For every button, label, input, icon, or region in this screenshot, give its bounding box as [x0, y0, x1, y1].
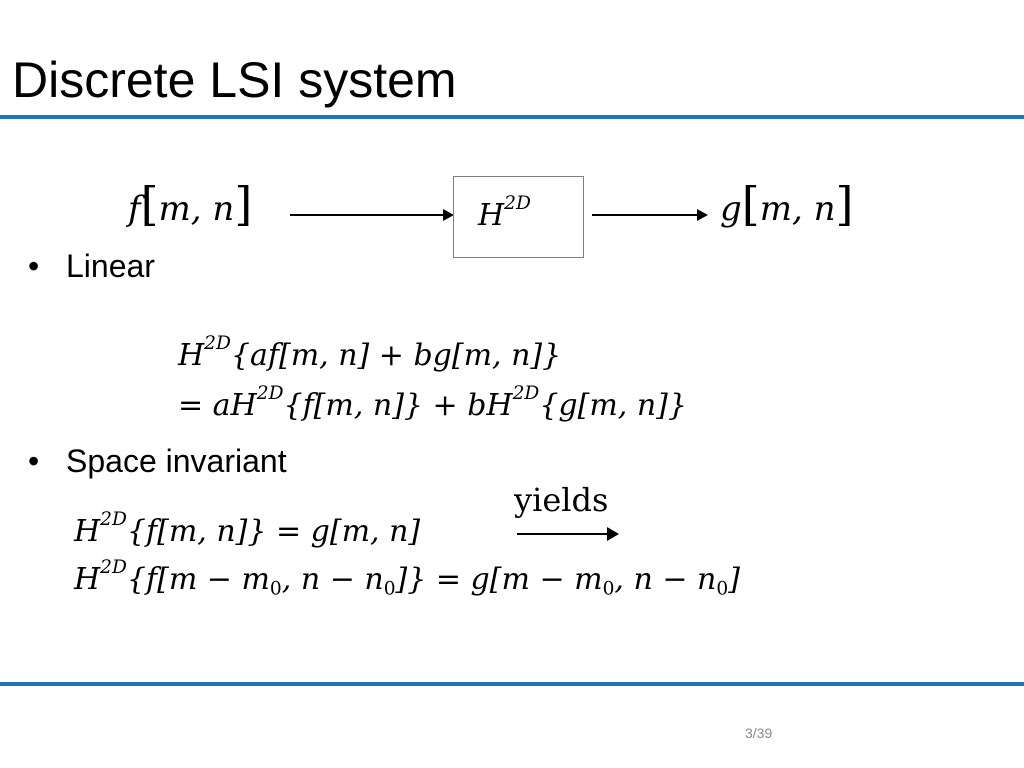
linearity-equation-line-2: = aH2D{f[m, n]} + bH2D{g[m, n]} [178, 383, 687, 426]
bracket-open: [ [741, 177, 760, 231]
yields-label: yields [514, 481, 609, 519]
yields-arrow [517, 527, 619, 541]
bullet-dot: • [28, 248, 40, 284]
eq-text: {af[m, n] + bg[m, n]} [230, 338, 562, 373]
page-number: 3/39 [745, 725, 773, 741]
operator-h: H [178, 338, 205, 373]
input-function: f [128, 189, 141, 229]
operator-sup: 2D [100, 557, 127, 579]
eq-text: ] [728, 562, 740, 597]
subscript-zero: 0 [269, 578, 282, 600]
eq-text: ]} = g[m − m [395, 562, 603, 597]
shift-equation-line-1: H2D{f[m, n]} = g[m, n] [74, 509, 421, 552]
operator-sup: 2D [204, 333, 231, 355]
operator-h: H [74, 514, 101, 549]
bracket-close: ] [234, 177, 253, 231]
eq-text: {f[m − m [126, 562, 270, 597]
bullet-space-invariant-label: Space invariant [66, 443, 287, 479]
subscript-zero: 0 [602, 578, 615, 600]
system-label: H2D [478, 193, 531, 239]
output-signal: g[m, n] [720, 174, 853, 239]
input-arguments: m, n [158, 189, 235, 229]
subscript-zero: 0 [716, 578, 729, 600]
eq-text: , n − n [281, 562, 384, 597]
eq-text: {f[m, n]} + bH [283, 388, 513, 423]
bullet-space-invariant: • Space invariant [28, 441, 287, 481]
bracket-open: [ [140, 177, 159, 231]
input-signal: f[m, n] [128, 174, 252, 239]
operator-sup: 2D [512, 383, 540, 405]
system-superscript: 2D [504, 193, 531, 215]
linearity-equation-line-1: H2D{af[m, n] + bg[m, n]} [178, 333, 562, 376]
eq-text: , n − n [614, 562, 717, 597]
eq-text: {g[m, n]} [539, 388, 687, 423]
operator-sup: 2D [256, 383, 284, 405]
output-function: g [720, 189, 742, 229]
eq-text: {f[m, n]} = g[m, n] [126, 514, 421, 549]
operator-sup: 2D [100, 509, 127, 531]
slide-title: Discrete LSI system [12, 52, 457, 108]
footer-divider [0, 682, 1024, 686]
operator-h: H [74, 562, 101, 597]
title-divider [0, 115, 1024, 119]
bracket-close: ] [835, 177, 854, 231]
shift-equation-line-2: H2D{f[m − m0, n − n0]} = g[m − m0, n − n… [74, 557, 740, 600]
output-arguments: m, n [759, 189, 836, 229]
eq-text: = aH [178, 388, 257, 423]
bullet-linear-label: Linear [66, 248, 155, 284]
bullet-linear: • Linear [28, 246, 155, 286]
system-base: H [478, 198, 505, 233]
output-arrow [592, 209, 708, 221]
bullet-dot: • [28, 443, 40, 479]
system-block: H2D [453, 176, 584, 258]
input-arrow [290, 209, 454, 221]
subscript-zero: 0 [383, 578, 396, 600]
